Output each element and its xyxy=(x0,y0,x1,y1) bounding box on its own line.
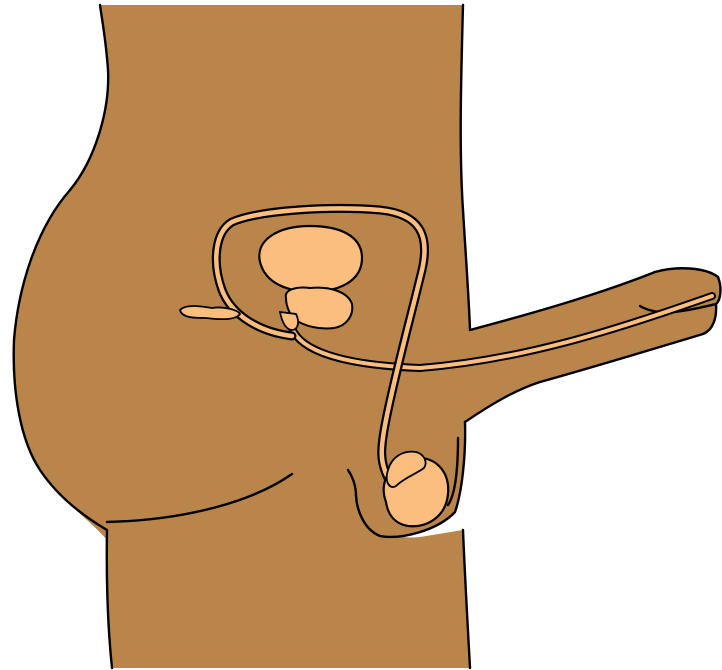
bladder xyxy=(259,226,362,292)
